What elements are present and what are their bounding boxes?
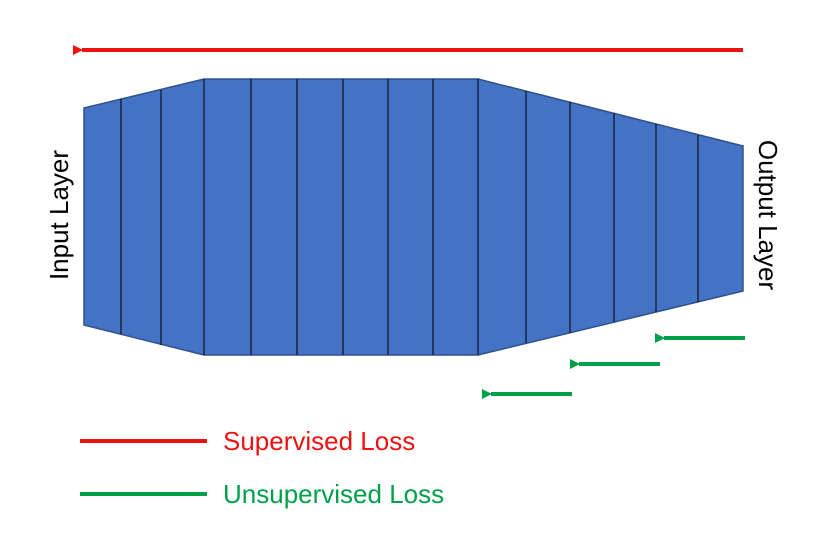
legend: Supervised Loss Unsupervised Loss: [80, 426, 444, 509]
input-layer-label: Input Layer: [44, 150, 74, 280]
legend-supervised-label: Supervised Loss: [223, 426, 415, 456]
output-layer-label: Output Layer: [753, 140, 783, 291]
layer-dividers: [120, 79, 699, 355]
legend-unsupervised-label: Unsupervised Loss: [223, 479, 444, 509]
network-body: [83, 78, 744, 356]
